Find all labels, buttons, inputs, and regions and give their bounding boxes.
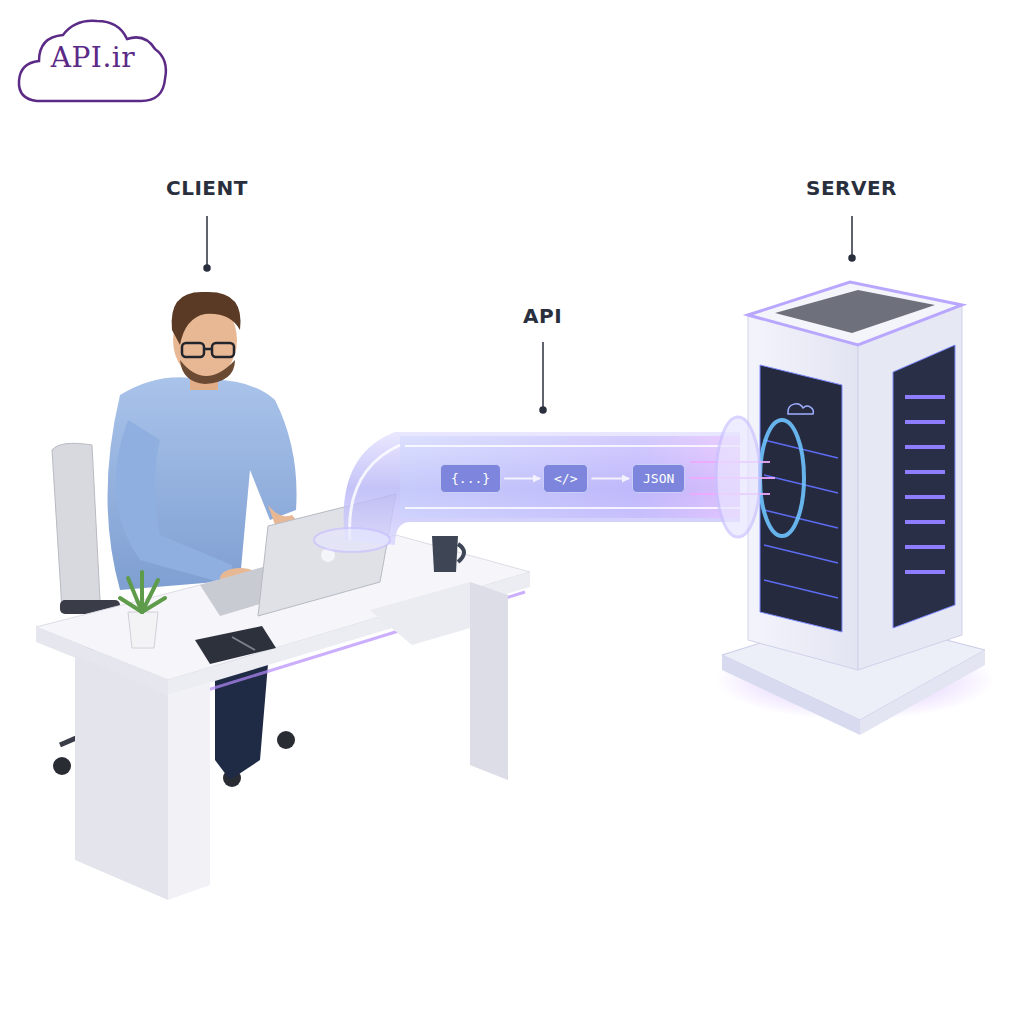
- chip-text: </>: [554, 471, 577, 486]
- data-chip: JSON: [632, 464, 685, 493]
- part-label: API: [523, 304, 562, 328]
- flow-arrow: [591, 478, 629, 480]
- chip-text: JSON: [643, 471, 674, 486]
- logo-cloud: API.ir: [15, 15, 171, 107]
- chip-text: {...}: [451, 471, 490, 486]
- data-chip: {...}: [440, 464, 501, 493]
- data-chip: </>: [543, 464, 588, 493]
- flow-arrow: [504, 478, 540, 480]
- part-label: CLIENT: [166, 176, 248, 200]
- logo-text: API.ir: [51, 41, 135, 74]
- part-label: SERVER: [806, 176, 897, 200]
